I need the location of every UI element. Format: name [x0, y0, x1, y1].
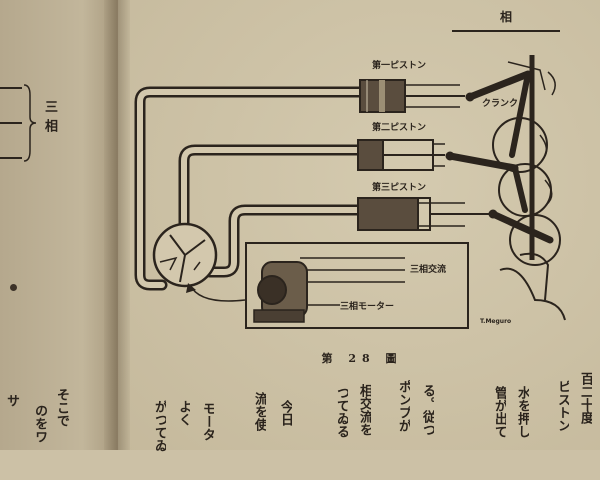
- text-column-2: ピストン: [555, 380, 569, 432]
- text-column-12: よく: [176, 400, 190, 426]
- label-signature: T.Meguro: [480, 318, 511, 325]
- cylinder-2: [357, 139, 445, 171]
- pipe-2: [178, 144, 364, 234]
- label-piston-2: 第二ピストン: [372, 121, 426, 133]
- label-piston-1: 第一ピストン: [372, 59, 426, 71]
- left-page: [0, 0, 118, 450]
- text-column-4: 管が出て: [492, 386, 506, 438]
- motor-box: [245, 242, 469, 329]
- label-piston-3: 第三ピストン: [372, 181, 426, 193]
- motor: [253, 261, 308, 323]
- text-column-11: モータ: [200, 402, 214, 441]
- label-three-phase-ac: 三相交流: [410, 263, 446, 275]
- text-column-6: ポンプが: [396, 380, 410, 432]
- text-column-1: 百二十度: [578, 372, 592, 424]
- text-column-9: 今日: [278, 400, 292, 426]
- text-column-5: る。従つ: [420, 384, 434, 436]
- running-head: 相: [452, 8, 560, 32]
- label-motor: 三相モーター: [340, 300, 394, 312]
- text-column-13: がつてゐ: [152, 400, 166, 452]
- text-column-8: つてゐる: [334, 386, 348, 438]
- margin-dot: [10, 284, 17, 291]
- text-column-3: 水を押し: [515, 386, 529, 438]
- pump-diagram: 第一ピストン 第二ピストン 第三ピストン クランク 三相交流 三相モーター T.…: [134, 55, 566, 329]
- cylinder-1: [359, 79, 465, 113]
- left-bracket-label: 三相: [42, 100, 57, 138]
- junction-valve: [152, 222, 218, 288]
- text-column-7: 相交流を: [357, 384, 371, 436]
- label-crank: クランク: [482, 98, 518, 109]
- cylinder-3: [357, 197, 490, 231]
- figure-caption: 第 28 圖: [321, 352, 403, 365]
- left-text-column-1: そこで: [54, 388, 69, 427]
- book-gutter: [104, 0, 130, 450]
- text-column-10: 流を使: [252, 392, 266, 431]
- left-bracket: [0, 84, 37, 162]
- crank-mechanism: [445, 55, 566, 321]
- drive-arrow: [189, 284, 246, 302]
- left-text-column-2: のをワ: [32, 404, 47, 443]
- left-text-column-3: サ: [4, 394, 19, 407]
